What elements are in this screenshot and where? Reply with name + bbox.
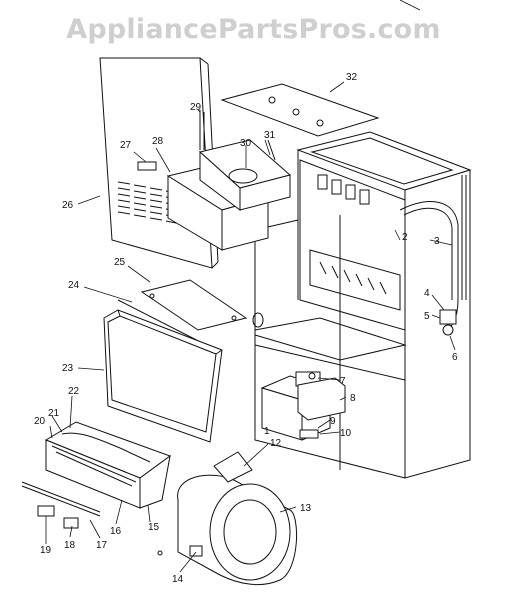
callout-30: 30 xyxy=(240,138,252,149)
callout-12: 12 xyxy=(270,438,282,449)
callout-5: 5 xyxy=(424,311,430,322)
callout-23: 23 xyxy=(62,363,74,374)
callout-13: 13 xyxy=(300,503,312,514)
filter-clip-19 xyxy=(37,505,55,517)
callout-10: 10 xyxy=(340,428,352,439)
blower-housing xyxy=(157,451,298,585)
callout-24: 24 xyxy=(68,280,80,291)
gas-valve-assembly xyxy=(399,175,467,336)
callout-28: 28 xyxy=(152,136,164,147)
callout-26: 26 xyxy=(62,200,74,211)
callout-22: 22 xyxy=(68,386,80,397)
top-panel xyxy=(220,83,380,137)
control-transformer xyxy=(260,371,346,441)
furnace-cabinet xyxy=(252,131,472,479)
callout-4: 4 xyxy=(424,288,430,299)
filter-clip-18 xyxy=(63,517,79,529)
filter-rack xyxy=(21,421,172,529)
callout-31: 31 xyxy=(264,130,276,141)
callout-7: 7 xyxy=(340,376,346,387)
callout-29: 29 xyxy=(190,102,202,113)
callout-8: 8 xyxy=(350,393,356,404)
callout-20: 20 xyxy=(34,416,46,427)
callout-25: 25 xyxy=(114,257,126,268)
vent-box xyxy=(166,110,292,251)
callout-32: 32 xyxy=(346,72,358,83)
callout-16: 16 xyxy=(110,526,122,537)
panel-label-plate xyxy=(137,161,157,171)
callout-27: 27 xyxy=(120,140,132,151)
callout-labels: 32 29 31 28 30 27 26 25 24 23 22 21 20 1… xyxy=(34,72,458,585)
callout-18: 18 xyxy=(64,540,76,551)
callout-2: 2 xyxy=(402,232,408,243)
callout-9: 9 xyxy=(330,416,336,427)
leader-lines xyxy=(45,0,456,573)
panel-louvers xyxy=(117,181,177,224)
callout-3: 3 xyxy=(434,236,440,247)
callout-21: 21 xyxy=(48,408,60,419)
callout-14: 14 xyxy=(172,574,184,585)
callout-17: 17 xyxy=(96,540,108,551)
callout-1: 1 xyxy=(264,426,270,437)
callout-19: 19 xyxy=(40,545,52,556)
watermark-text: AppliancePartsPros.com xyxy=(66,14,441,45)
front-door-panel xyxy=(103,309,223,443)
callout-15: 15 xyxy=(148,522,160,533)
callout-6: 6 xyxy=(452,352,458,363)
